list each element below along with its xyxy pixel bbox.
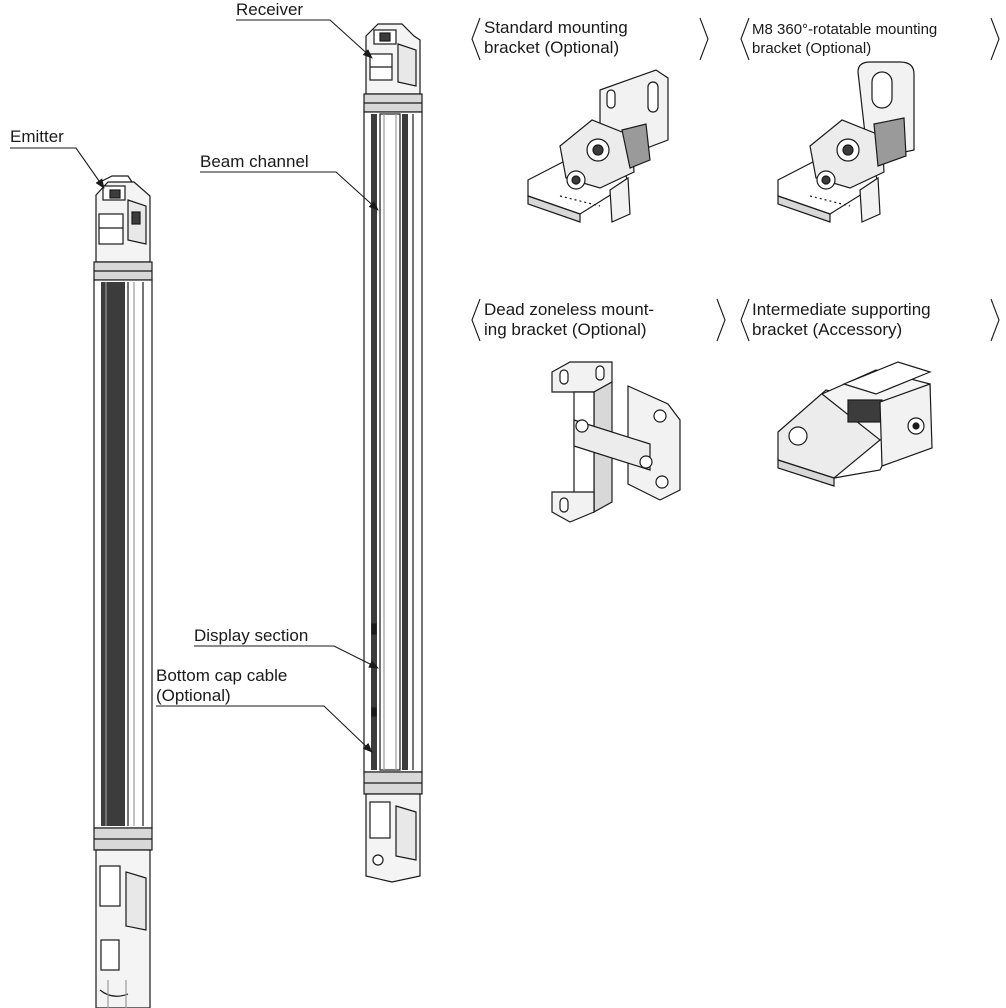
emitter-label: Emitter	[10, 127, 64, 146]
dead-zoneless-bracket-caption-line1: Dead zoneless mount-	[484, 300, 655, 319]
emitter-unit	[93, 175, 153, 1008]
receiver-label: Receiver	[236, 0, 304, 19]
intermediate-bracket-caption-line2: bracket (Accessory)	[752, 320, 903, 339]
receiver-unit	[363, 23, 423, 883]
callout-leaders	[10, 19, 379, 753]
rotatable-bracket-caption-line2: bracket (Optional)	[752, 40, 872, 57]
display-section-label: Display section	[194, 626, 309, 645]
dead-zoneless-bracket-caption: Dead zoneless mount- ing bracket (Option…	[484, 300, 654, 340]
dead-zoneless-bracket-caption-line2: ing bracket (Optional)	[484, 320, 647, 339]
intermediate-bracket-illustration	[777, 361, 933, 487]
standard-bracket-caption-line2: bracket (Optional)	[484, 38, 620, 57]
standard-bracket-caption: Standard mounting bracket (Optional)	[484, 18, 628, 58]
beam-channel-label: Beam channel	[200, 152, 309, 171]
emitter-leader	[10, 147, 105, 189]
beam-channel-leader	[200, 171, 379, 211]
caption-braces	[471, 17, 1000, 342]
dead-zoneless-bracket-illustration	[551, 361, 681, 523]
rotatable-mounting-bracket-illustration	[777, 61, 915, 223]
intermediate-bracket-caption-line1: Intermediate supporting	[752, 300, 931, 319]
rotatable-bracket-caption: M8 360°-rotatable mounting bracket (Opti…	[752, 20, 937, 58]
display-section-leader	[194, 645, 379, 669]
bottom-cap-cable-label-line2: (Optional)	[156, 686, 231, 705]
receiver-leader	[236, 19, 373, 59]
intermediate-bracket-caption: Intermediate supporting bracket (Accesso…	[752, 300, 931, 340]
standard-mounting-bracket-illustration	[527, 69, 669, 223]
standard-bracket-caption-line1: Standard mounting	[484, 18, 628, 37]
rotatable-bracket-caption-line1: M8 360°-rotatable mounting	[752, 21, 938, 38]
bottom-cap-cable-label-line1: Bottom cap cable	[156, 666, 288, 685]
bottom-cap-cable-leader	[156, 705, 373, 753]
